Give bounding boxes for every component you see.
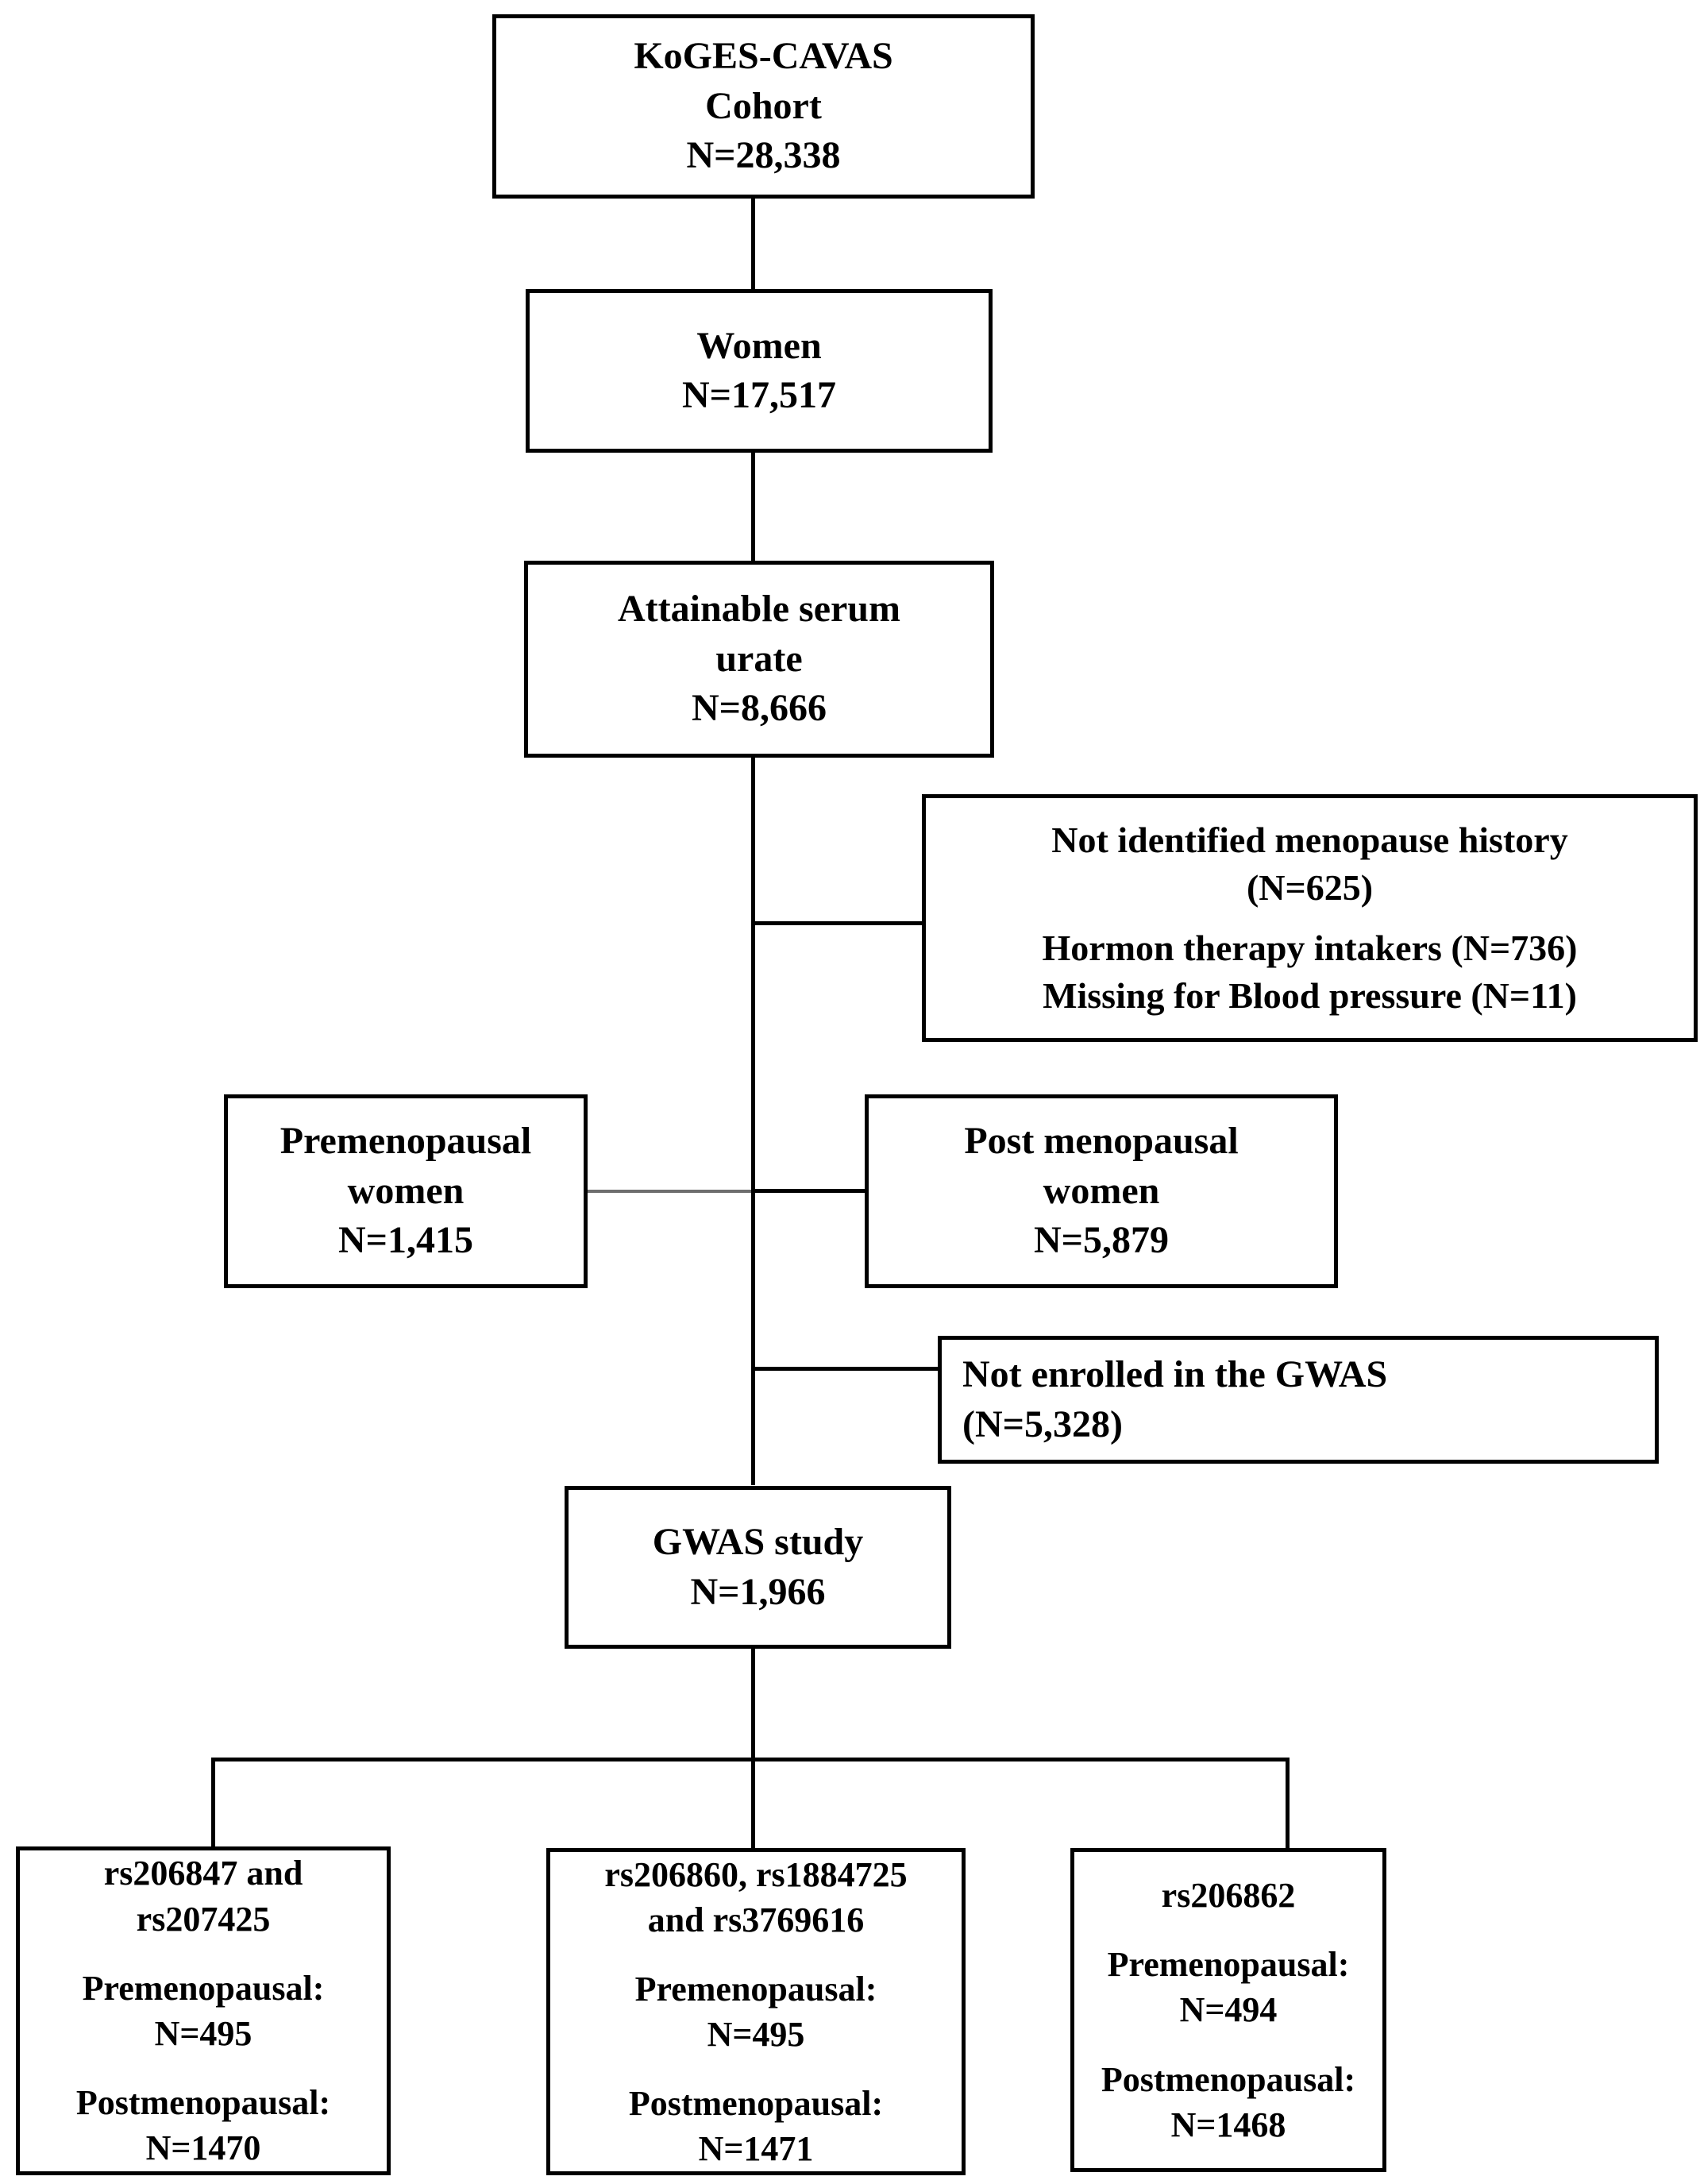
connector-to-exclusion-gwas: [751, 1367, 940, 1371]
node-snp-group-3[interactable]: rs206862 Premenopausal: N=494 Postmenopa…: [1070, 1848, 1386, 2172]
node-postmenopausal-line-1: Post menopausal: [964, 1120, 1239, 1163]
node-snp-group-2-line-1: rs206860, rs1884725: [604, 1855, 908, 1894]
node-premenopausal-line-1: Premenopausal: [280, 1120, 532, 1163]
node-snp-group-2-line-4: N=495: [707, 2015, 805, 2054]
node-snp-group-2-line-3: Premenopausal:: [634, 1969, 877, 2008]
node-serum-urate-line-3: N=8,666: [691, 687, 827, 730]
node-snp-group-1-line-4: N=495: [154, 2014, 253, 2053]
node-cohort-line-3: N=28,338: [686, 134, 841, 177]
node-women-line-2: N=17,517: [681, 374, 836, 416]
node-snp-group-1-line-3: Premenopausal:: [82, 1968, 325, 2008]
node-exclusion-gwas-line-2: (N=5,328): [962, 1403, 1123, 1445]
node-snp-group-3-line-5: N=1468: [1170, 2105, 1286, 2144]
connector-gwas-to-distribution: [751, 1649, 755, 1761]
node-snp-group-1-line-2: rs207425: [136, 1899, 271, 1939]
connector-premenopausal-branch: [588, 1190, 753, 1193]
node-gwas-study-line-2: N=1,966: [690, 1570, 826, 1613]
node-exclusion-menopause-line-4: Missing for Blood pressure (N=11): [1043, 974, 1577, 1016]
distribution-bar: [211, 1758, 1290, 1761]
node-cohort-line-2: Cohort: [705, 84, 822, 127]
node-snp-group-2[interactable]: rs206860, rs1884725 and rs3769616 Premen…: [546, 1848, 966, 2175]
node-postmenopausal-line-3: N=5,879: [1033, 1219, 1169, 1262]
node-snp-group-3-line-3: N=494: [1179, 1990, 1278, 2030]
node-postmenopausal-line-2: women: [1043, 1169, 1160, 1212]
connector-cohort-to-women: [751, 197, 755, 291]
connector-women-to-serum-urate: [751, 450, 755, 562]
node-snp-group-3-line-4: Postmenopausal:: [1101, 2059, 1356, 2099]
node-snp-group-2-line-2: and rs3769616: [647, 1900, 865, 1940]
node-postmenopausal[interactable]: Post menopausal women N=5,879: [865, 1094, 1338, 1288]
node-premenopausal-line-3: N=1,415: [337, 1219, 473, 1262]
node-women[interactable]: Women N=17,517: [526, 289, 993, 453]
node-snp-group-2-line-6: N=1471: [698, 2128, 814, 2168]
node-exclusion-menopause-line-3: Hormon therapy intakers (N=736): [1042, 928, 1578, 968]
connector-to-exclusion-menopause: [751, 921, 924, 925]
node-women-line-1: Women: [696, 324, 822, 367]
node-cohort[interactable]: KoGES-CAVAS Cohort N=28,338: [492, 14, 1035, 199]
node-premenopausal[interactable]: Premenopausal women N=1,415: [224, 1094, 588, 1288]
node-serum-urate-line-2: urate: [715, 637, 803, 680]
node-snp-group-2-line-5: Postmenopausal:: [628, 2083, 884, 2123]
node-serum-urate[interactable]: Attainable serum urate N=8,666: [524, 561, 994, 758]
node-premenopausal-line-2: women: [347, 1169, 465, 1212]
node-exclusion-gwas-line-1: Not enrolled in the GWAS: [962, 1353, 1388, 1396]
node-snp-group-1[interactable]: rs206847 and rs207425 Premenopausal: N=4…: [16, 1846, 391, 2175]
connector-bar-to-snp-group-2: [751, 1758, 755, 1848]
connector-split-to-gwas-trunk: [751, 1190, 755, 1485]
connector-serum-urate-trunk: [751, 756, 755, 1193]
connector-postmenopausal-branch: [751, 1189, 867, 1193]
node-snp-group-3-line-1: rs206862: [1161, 1876, 1296, 1916]
node-exclusion-menopause[interactable]: Not identified menopause history (N=625)…: [922, 794, 1698, 1042]
node-exclusion-menopause-line-2: (N=625): [1246, 867, 1374, 909]
connector-bar-to-snp-group-3: [1286, 1758, 1290, 1848]
node-serum-urate-line-1: Attainable serum: [618, 588, 900, 631]
node-snp-group-1-line-5: Postmenopausal:: [75, 2083, 331, 2123]
node-gwas-study[interactable]: GWAS study N=1,966: [565, 1486, 951, 1649]
node-exclusion-gwas[interactable]: Not enrolled in the GWAS (N=5,328): [938, 1336, 1659, 1464]
node-gwas-study-line-1: GWAS study: [652, 1521, 864, 1564]
node-snp-group-3-line-2: Premenopausal:: [1107, 1945, 1350, 1985]
connector-bar-to-snp-group-1: [211, 1758, 215, 1848]
node-exclusion-menopause-line-1: Not identified menopause history: [1051, 820, 1568, 861]
node-cohort-line-1: KoGES-CAVAS: [634, 35, 893, 78]
node-snp-group-1-line-6: N=1470: [145, 2128, 261, 2168]
node-snp-group-1-line-1: rs206847 and: [103, 1854, 303, 1893]
